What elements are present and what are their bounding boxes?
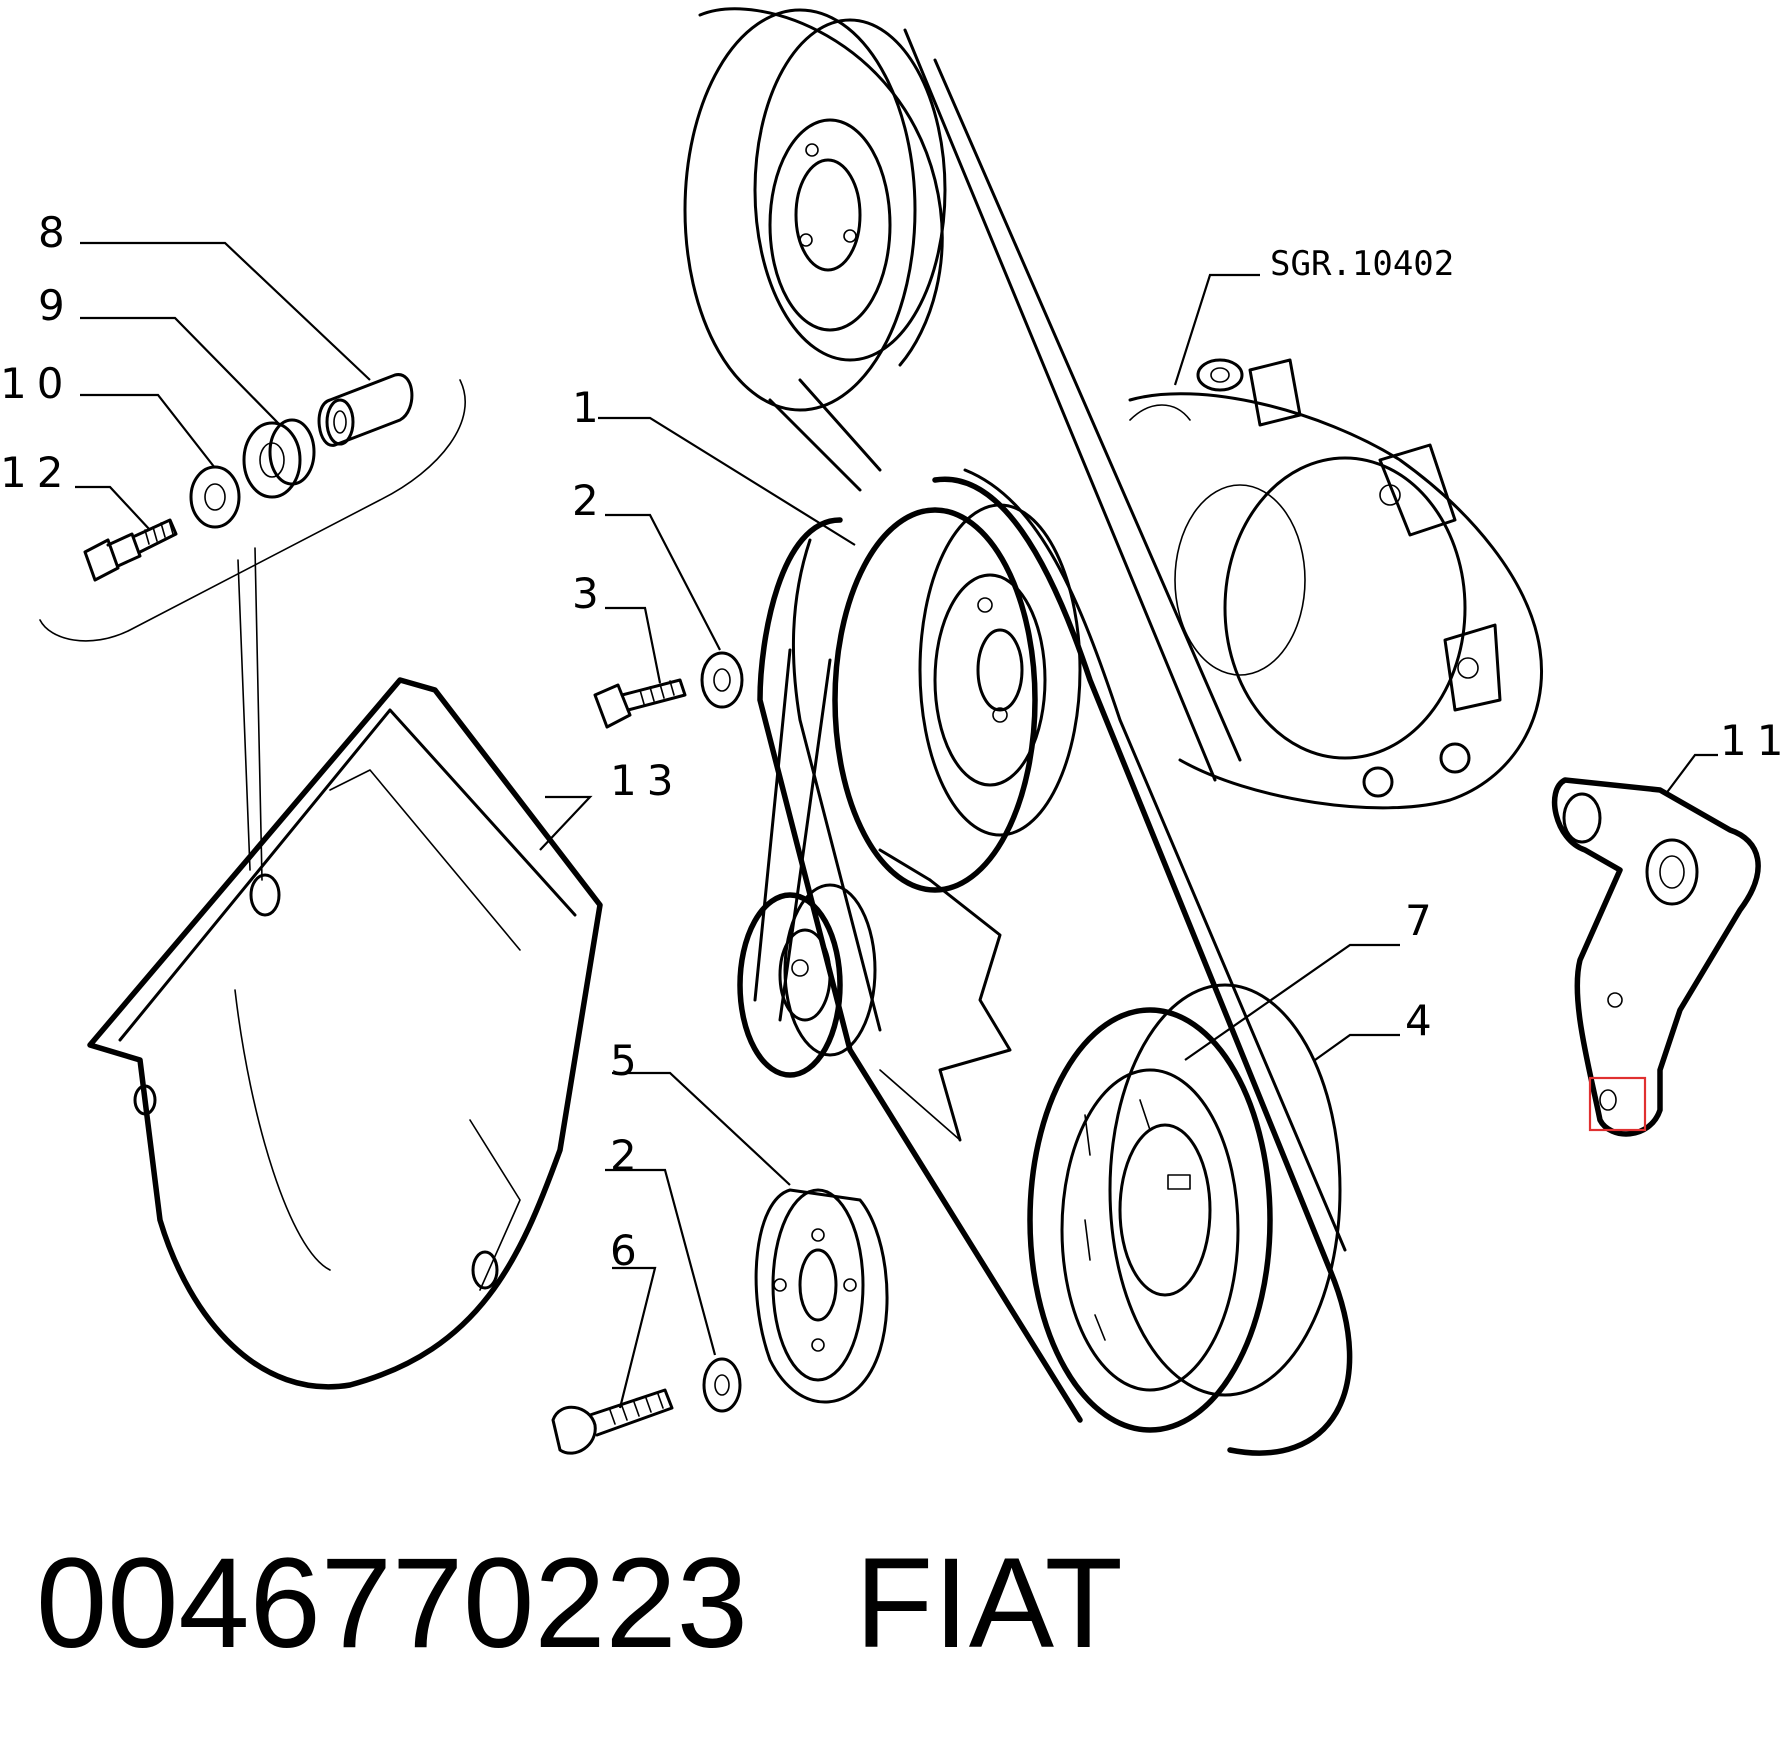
inset-outline [39,379,466,881]
leader-lines [75,241,1718,1409]
callout-labels: 8 9 10 12 1 2 3 13 5 2 6 7 4 11 SGR.1040… [0,208,1789,1275]
callout-1: 1 [572,383,609,432]
middle-pulley [832,503,1082,893]
callout-3: 3 [572,569,609,618]
callout-13: 13 [610,756,683,805]
alternator-housing [1128,358,1543,810]
upper-belt [768,28,1242,782]
callout-2-upper: 2 [572,476,609,525]
sheet-reference: SGR.10402 [1270,244,1454,284]
bolt-part-12 [83,518,178,582]
idler-pulley [737,883,877,1078]
callout-12: 12 [0,448,73,497]
callout-8: 8 [38,208,75,257]
washer-part-2-lower [702,1357,742,1413]
callout-4: 4 [1405,996,1442,1045]
callout-2-lower: 2 [610,1131,647,1180]
idler-bracket [878,848,1012,1142]
brand-caption: FIAT [855,1532,1123,1675]
bracket-part-11 [1551,777,1761,1137]
timing-cover-part-13 [87,677,603,1390]
washer-part-2-upper [700,651,744,709]
callout-7: 7 [1405,896,1442,945]
washer-part-10 [189,465,241,529]
bolt-part-3 [593,678,687,729]
upper-pulley [683,7,947,412]
callout-5: 5 [610,1036,647,1085]
callout-9: 9 [38,281,75,330]
highlight-box [1588,1076,1647,1132]
callout-10: 10 [0,359,73,408]
lower-pulley [1027,983,1342,1433]
callout-6: 6 [610,1226,647,1275]
part-number-caption: 0046770223 [36,1532,748,1675]
damper-disc-part-5 [754,1188,889,1404]
callout-11: 11 [1720,716,1789,765]
sleeve-part-8 [317,373,414,447]
bolt-part-6 [551,1388,674,1455]
bushing-part-9 [242,418,316,499]
